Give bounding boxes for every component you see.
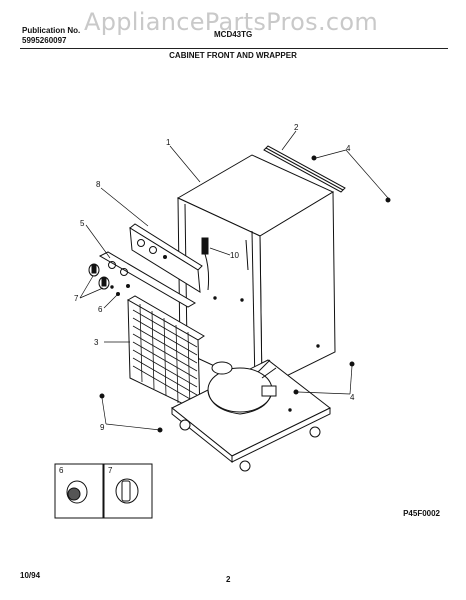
thermostat-bracket (201, 237, 210, 291)
inset-label-7: 7 (108, 466, 113, 475)
publication-label: Publication No. (22, 26, 81, 35)
inset-label-6: 6 (59, 466, 64, 475)
section-title: CABINET FRONT AND WRAPPER (169, 51, 297, 60)
header-rule (20, 48, 448, 49)
model-number: MCD43TG (214, 30, 253, 39)
callout-2: 2 (294, 123, 299, 132)
callout-4-side: 4 (350, 393, 355, 402)
footer-date: 10/94 (20, 571, 41, 580)
leader-lines (79, 130, 389, 431)
callout-labels: 1 2 4 8 5 10 7 6 3 4 9 (74, 123, 355, 432)
callout-4-top: 4 (346, 144, 351, 153)
callout-7: 7 (74, 294, 79, 303)
knob-inset-boxes (54, 463, 153, 519)
callout-3: 3 (94, 338, 99, 347)
grille-screws (116, 284, 130, 296)
knobs (88, 263, 110, 290)
grille-panel (126, 295, 205, 413)
control-panel (129, 223, 203, 293)
callout-1: 1 (166, 138, 171, 147)
diagram-code: P45F0002 (403, 509, 440, 518)
page-number: 2 (226, 575, 231, 584)
callout-10: 10 (230, 251, 239, 260)
cabinet-wrapper (176, 154, 336, 389)
watermark: AppliancePartsPros.com (84, 8, 379, 36)
callout-9: 9 (100, 423, 105, 432)
control-plate (98, 251, 196, 308)
callout-6: 6 (98, 305, 103, 314)
top-trim-strip (263, 145, 346, 193)
publication-number: 5995260097 (22, 36, 67, 45)
base-screws (99, 393, 163, 433)
inset-labels: 6 7 (59, 466, 113, 475)
callout-8: 8 (96, 180, 101, 189)
compressor (207, 359, 277, 415)
side-screws (293, 361, 355, 395)
callout-5: 5 (80, 219, 85, 228)
publication-block: Publication No. 5995260097 (22, 26, 80, 46)
